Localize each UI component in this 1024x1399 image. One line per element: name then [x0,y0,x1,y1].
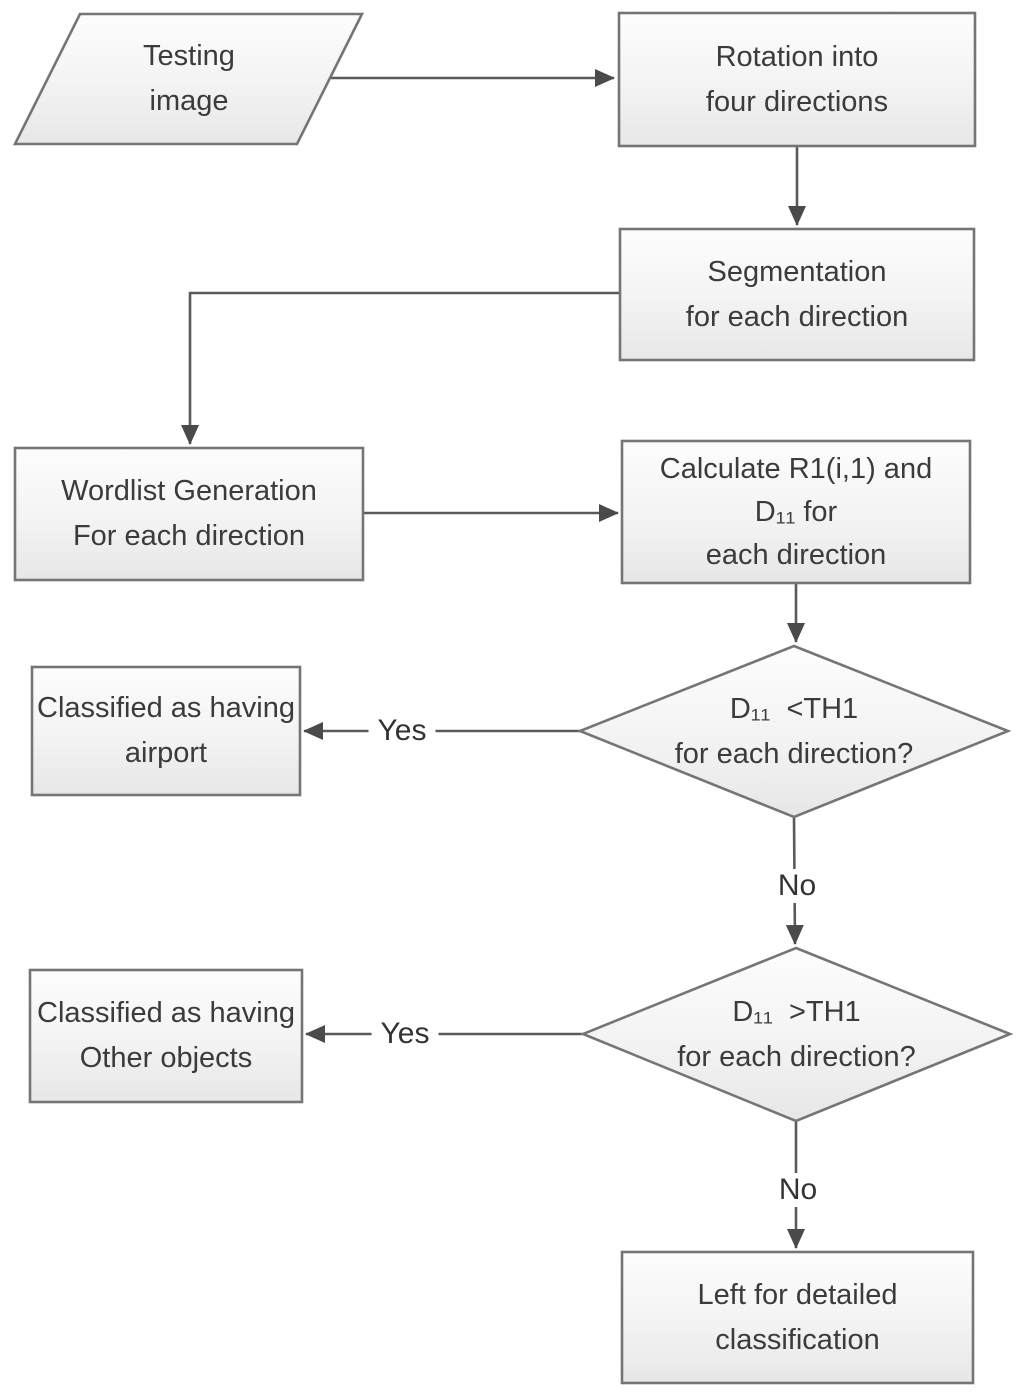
node-detailed-classification: Left for detailed classification [622,1252,973,1383]
shape-calculate-box [620,439,972,585]
node-calculate-line2: D₁₁ for [754,495,838,528]
node-decision1: D₁₁ <TH1 for each direction? [580,646,1008,817]
node-testing-image: Testing image [15,14,363,144]
node-other-objects: Classified as having Other objects [30,970,302,1102]
node-decision1-line2: for each direction? [674,737,914,770]
node-decision2-line1: D₁₁ >TH1 [732,995,861,1028]
node-rotation-line2: four directions [705,85,889,118]
node-decision2: D₁₁ >TH1 for each direction? [583,948,1010,1121]
node-rotation-line1: Rotation into [715,40,879,73]
edge-segmentation-to-wordlist [181,291,620,445]
node-segmentation: Segmentation for each direction [620,229,974,360]
edge-label-decision2-no: No [769,1173,827,1207]
shape-decision1-diamond [576,644,1012,819]
node-airport-line1: Classified as having [37,692,295,724]
edge-label-decision1-no: No [768,869,826,903]
node-airport-line2: airport [124,737,208,769]
node-wordlist-line1: Wordlist Generation [61,475,317,507]
shape-wordlist-box [13,446,365,582]
node-other-objects-line1: Classified as having [37,997,295,1029]
shape-testing-image-parallelogram [12,12,365,146]
node-decision2-line2: for each direction? [677,1040,916,1073]
shape-decision2-diamond [579,946,1014,1123]
edge-label-decision2-yes: Yes [371,1017,439,1051]
node-wordlist-line2: For each direction [72,520,306,552]
node-calculate-line3: each direction [705,538,887,571]
edge-label-decision1-yes: Yes [368,714,436,748]
node-other-objects-line2: Other objects [79,1042,253,1074]
node-detailed-line2: classification [715,1323,880,1356]
node-segmentation-line1: Segmentation [707,255,887,288]
node-wordlist: Wordlist Generation For each direction [15,448,363,580]
shape-rotation-box [617,11,977,148]
node-rotation: Rotation into four directions [619,13,975,146]
node-airport: Classified as having airport [32,667,300,795]
node-segmentation-line2: for each direction [685,300,909,333]
node-testing-image-line2: image [149,85,229,117]
node-detailed-line1: Left for detailed [697,1278,898,1311]
node-calculate: Calculate R1(i,1) and D₁₁ for each direc… [622,441,970,583]
shape-detailed-box [620,1250,975,1385]
node-testing-image-line1: Testing [143,40,235,72]
node-decision1-line1: D₁₁ <TH1 [729,692,859,725]
shape-other-objects-box [28,968,304,1104]
shape-segmentation-box [618,227,976,362]
node-calculate-line1: Calculate R1(i,1) and [659,452,933,485]
shape-airport-box [30,665,302,797]
